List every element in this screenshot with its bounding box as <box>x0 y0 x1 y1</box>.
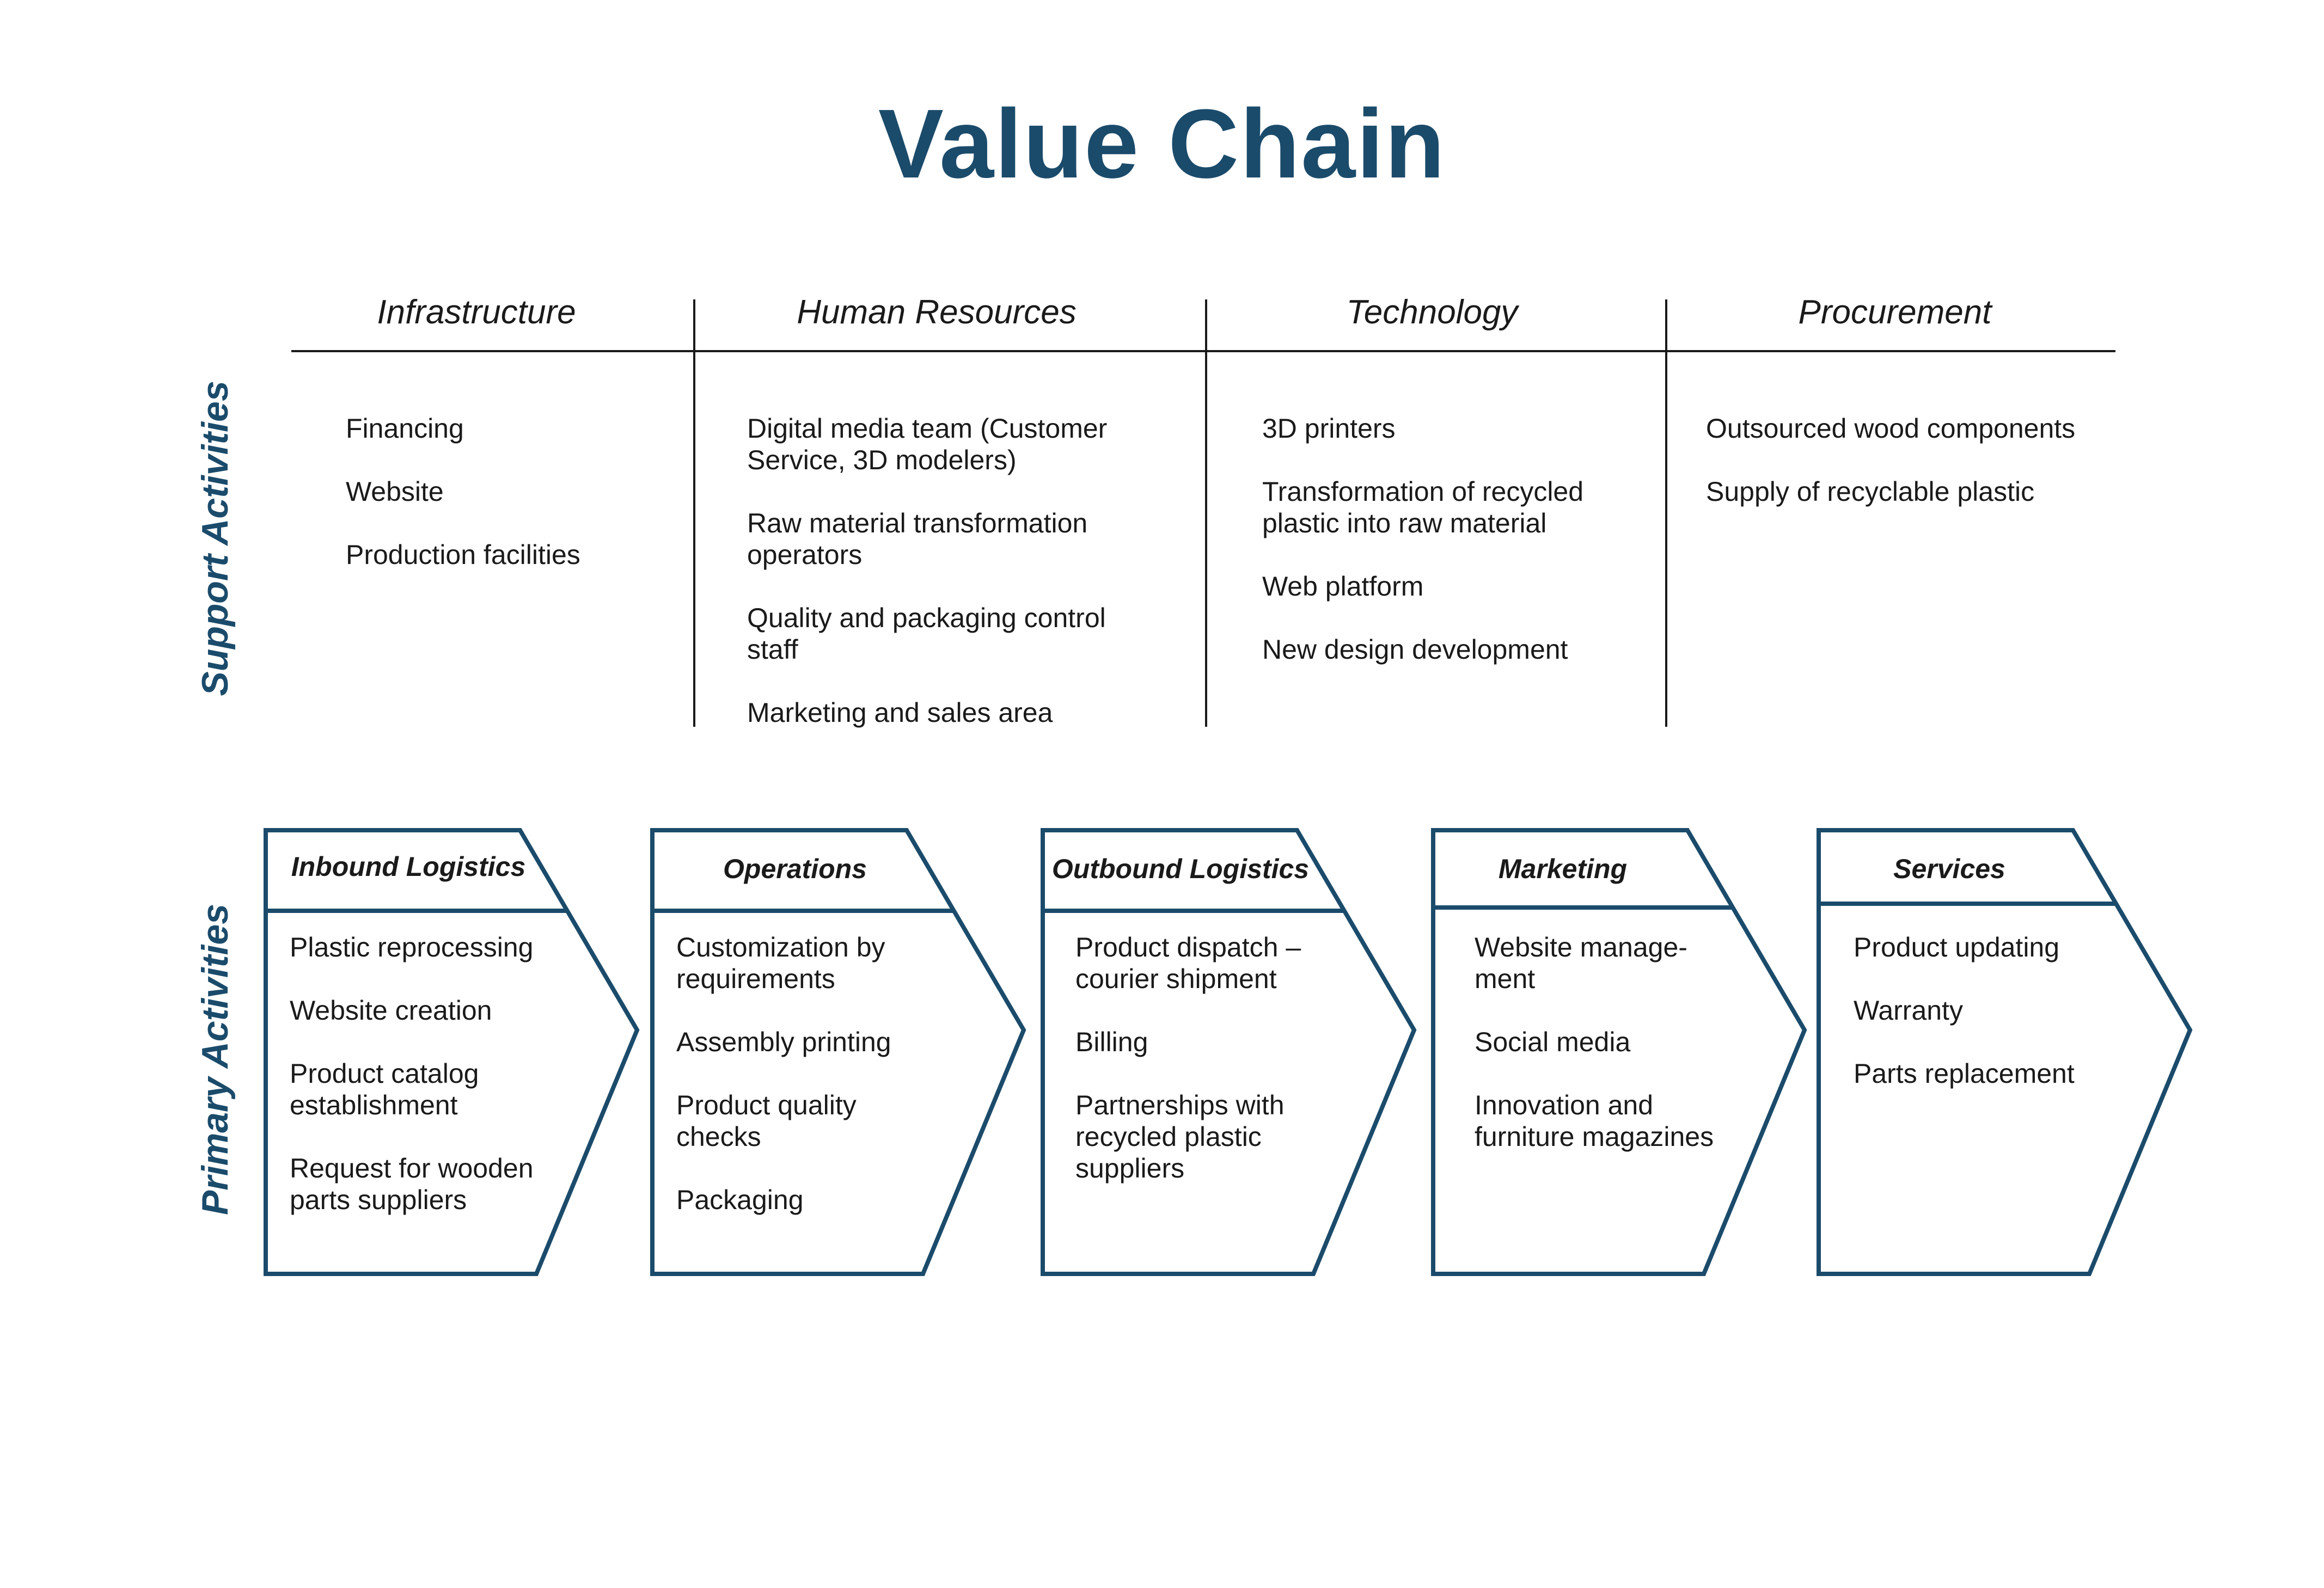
primary-heading-outbound-logistics: Outbound Logistics <box>1051 854 1310 884</box>
list-item: Product dispatch –courier shipment <box>1075 932 1301 994</box>
chevron-services <box>1817 828 2193 1276</box>
list-item: Assembly printing <box>676 1027 891 1057</box>
list-item: New design development <box>1262 634 1568 665</box>
page-title: Value Chain <box>878 89 1446 199</box>
list-item: Production facilities <box>346 539 580 570</box>
primary-heading-services: Services <box>1893 854 2005 884</box>
list-item: Website creation <box>290 995 492 1026</box>
list-item: Product updating <box>1854 932 2060 962</box>
list-item: Plastic reprocessing <box>290 932 534 962</box>
list-item: 3D printers <box>1262 413 1396 444</box>
primary-heading-marketing: Marketing <box>1498 854 1628 884</box>
list-item: Outsourced wood components <box>1706 413 2076 444</box>
chevron-inbound-logistics <box>264 828 640 1276</box>
list-item: Website <box>346 476 444 507</box>
list-item: Web platform <box>1262 571 1424 602</box>
chevron-operations <box>650 828 1026 1276</box>
support-heading-infrastructure: Infrastructure <box>377 293 576 331</box>
chevron-marketing <box>1431 828 1807 1276</box>
support-heading-technology: Technology <box>1346 293 1518 331</box>
list-item: Financing <box>346 413 464 444</box>
list-item: Supply of recyclable plastic <box>1706 476 2035 507</box>
list-item: Warranty <box>1854 995 1963 1026</box>
support-heading-procurement: Procurement <box>1798 293 1992 331</box>
list-item: Marketing and sales area <box>747 697 1053 728</box>
primary-heading-operations: Operations <box>723 854 867 884</box>
list-item: Social media <box>1475 1027 1631 1057</box>
list-item: Billing <box>1075 1027 1148 1057</box>
list-item: Packaging <box>676 1185 804 1215</box>
list-item: Website manage-ment <box>1475 932 1687 994</box>
chevron-outbound-logistics <box>1041 828 1417 1276</box>
list-item: Parts replacement <box>1854 1058 2075 1089</box>
primary-heading-inbound-logistics: Inbound Logistics <box>291 851 526 882</box>
support-heading-human-resources: Human Resources <box>797 293 1077 331</box>
